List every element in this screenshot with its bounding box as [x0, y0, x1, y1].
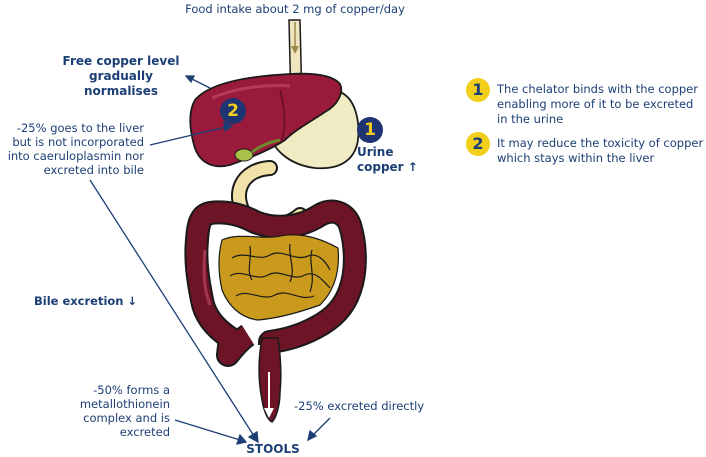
urine-copper-text: copper: [357, 160, 404, 174]
bile-excretion-text: Bile excretion: [34, 294, 124, 308]
urine-label-line2: copper ↑: [357, 160, 427, 175]
pointer-arrows: [89, 75, 331, 445]
liver-badge-2: 2: [220, 98, 246, 124]
legend-item-1: 1 The chelator binds with the copper ena…: [466, 78, 706, 132]
urine-badge-1: 1: [357, 117, 383, 143]
excreted-directly-note: -25% excreted directly: [294, 399, 425, 413]
legend-item-2: 2 It may reduce the toxicity of copper w…: [466, 132, 706, 172]
bile-down-arrow: ↓: [127, 294, 138, 308]
food-intake-label: Food intake about 2 mg of copper/day: [185, 2, 405, 16]
legend-text-1: The chelator binds with the copper enabl…: [497, 82, 698, 126]
liver-percent-note: -25% goes to the liver but is not incorp…: [7, 121, 144, 177]
urine-label: Urine copper ↑: [357, 145, 427, 175]
liver: [189, 72, 343, 168]
legend-badge-1: 1: [466, 78, 490, 102]
rectum-arrowhead: [264, 408, 274, 418]
legend-text-2: It may reduce the toxicity of copper whi…: [497, 136, 704, 165]
legend-badge-2: 2: [466, 132, 490, 156]
small-intestine: [218, 234, 340, 321]
metallothionein-note: -50% forms a metallothionein complex and…: [79, 383, 170, 439]
legend: 1 The chelator binds with the copper ena…: [466, 78, 706, 172]
urine-label-line1: Urine: [357, 145, 394, 159]
bile-excretion-label: Bile excretion ↓: [34, 294, 154, 308]
free-copper-label: Free copper level gradually normalises: [62, 54, 180, 98]
gallbladder: [234, 148, 254, 162]
stools-label: STOOLS: [246, 442, 300, 456]
urine-up-arrow: ↑: [407, 160, 418, 174]
food-arrowhead: [291, 46, 299, 54]
